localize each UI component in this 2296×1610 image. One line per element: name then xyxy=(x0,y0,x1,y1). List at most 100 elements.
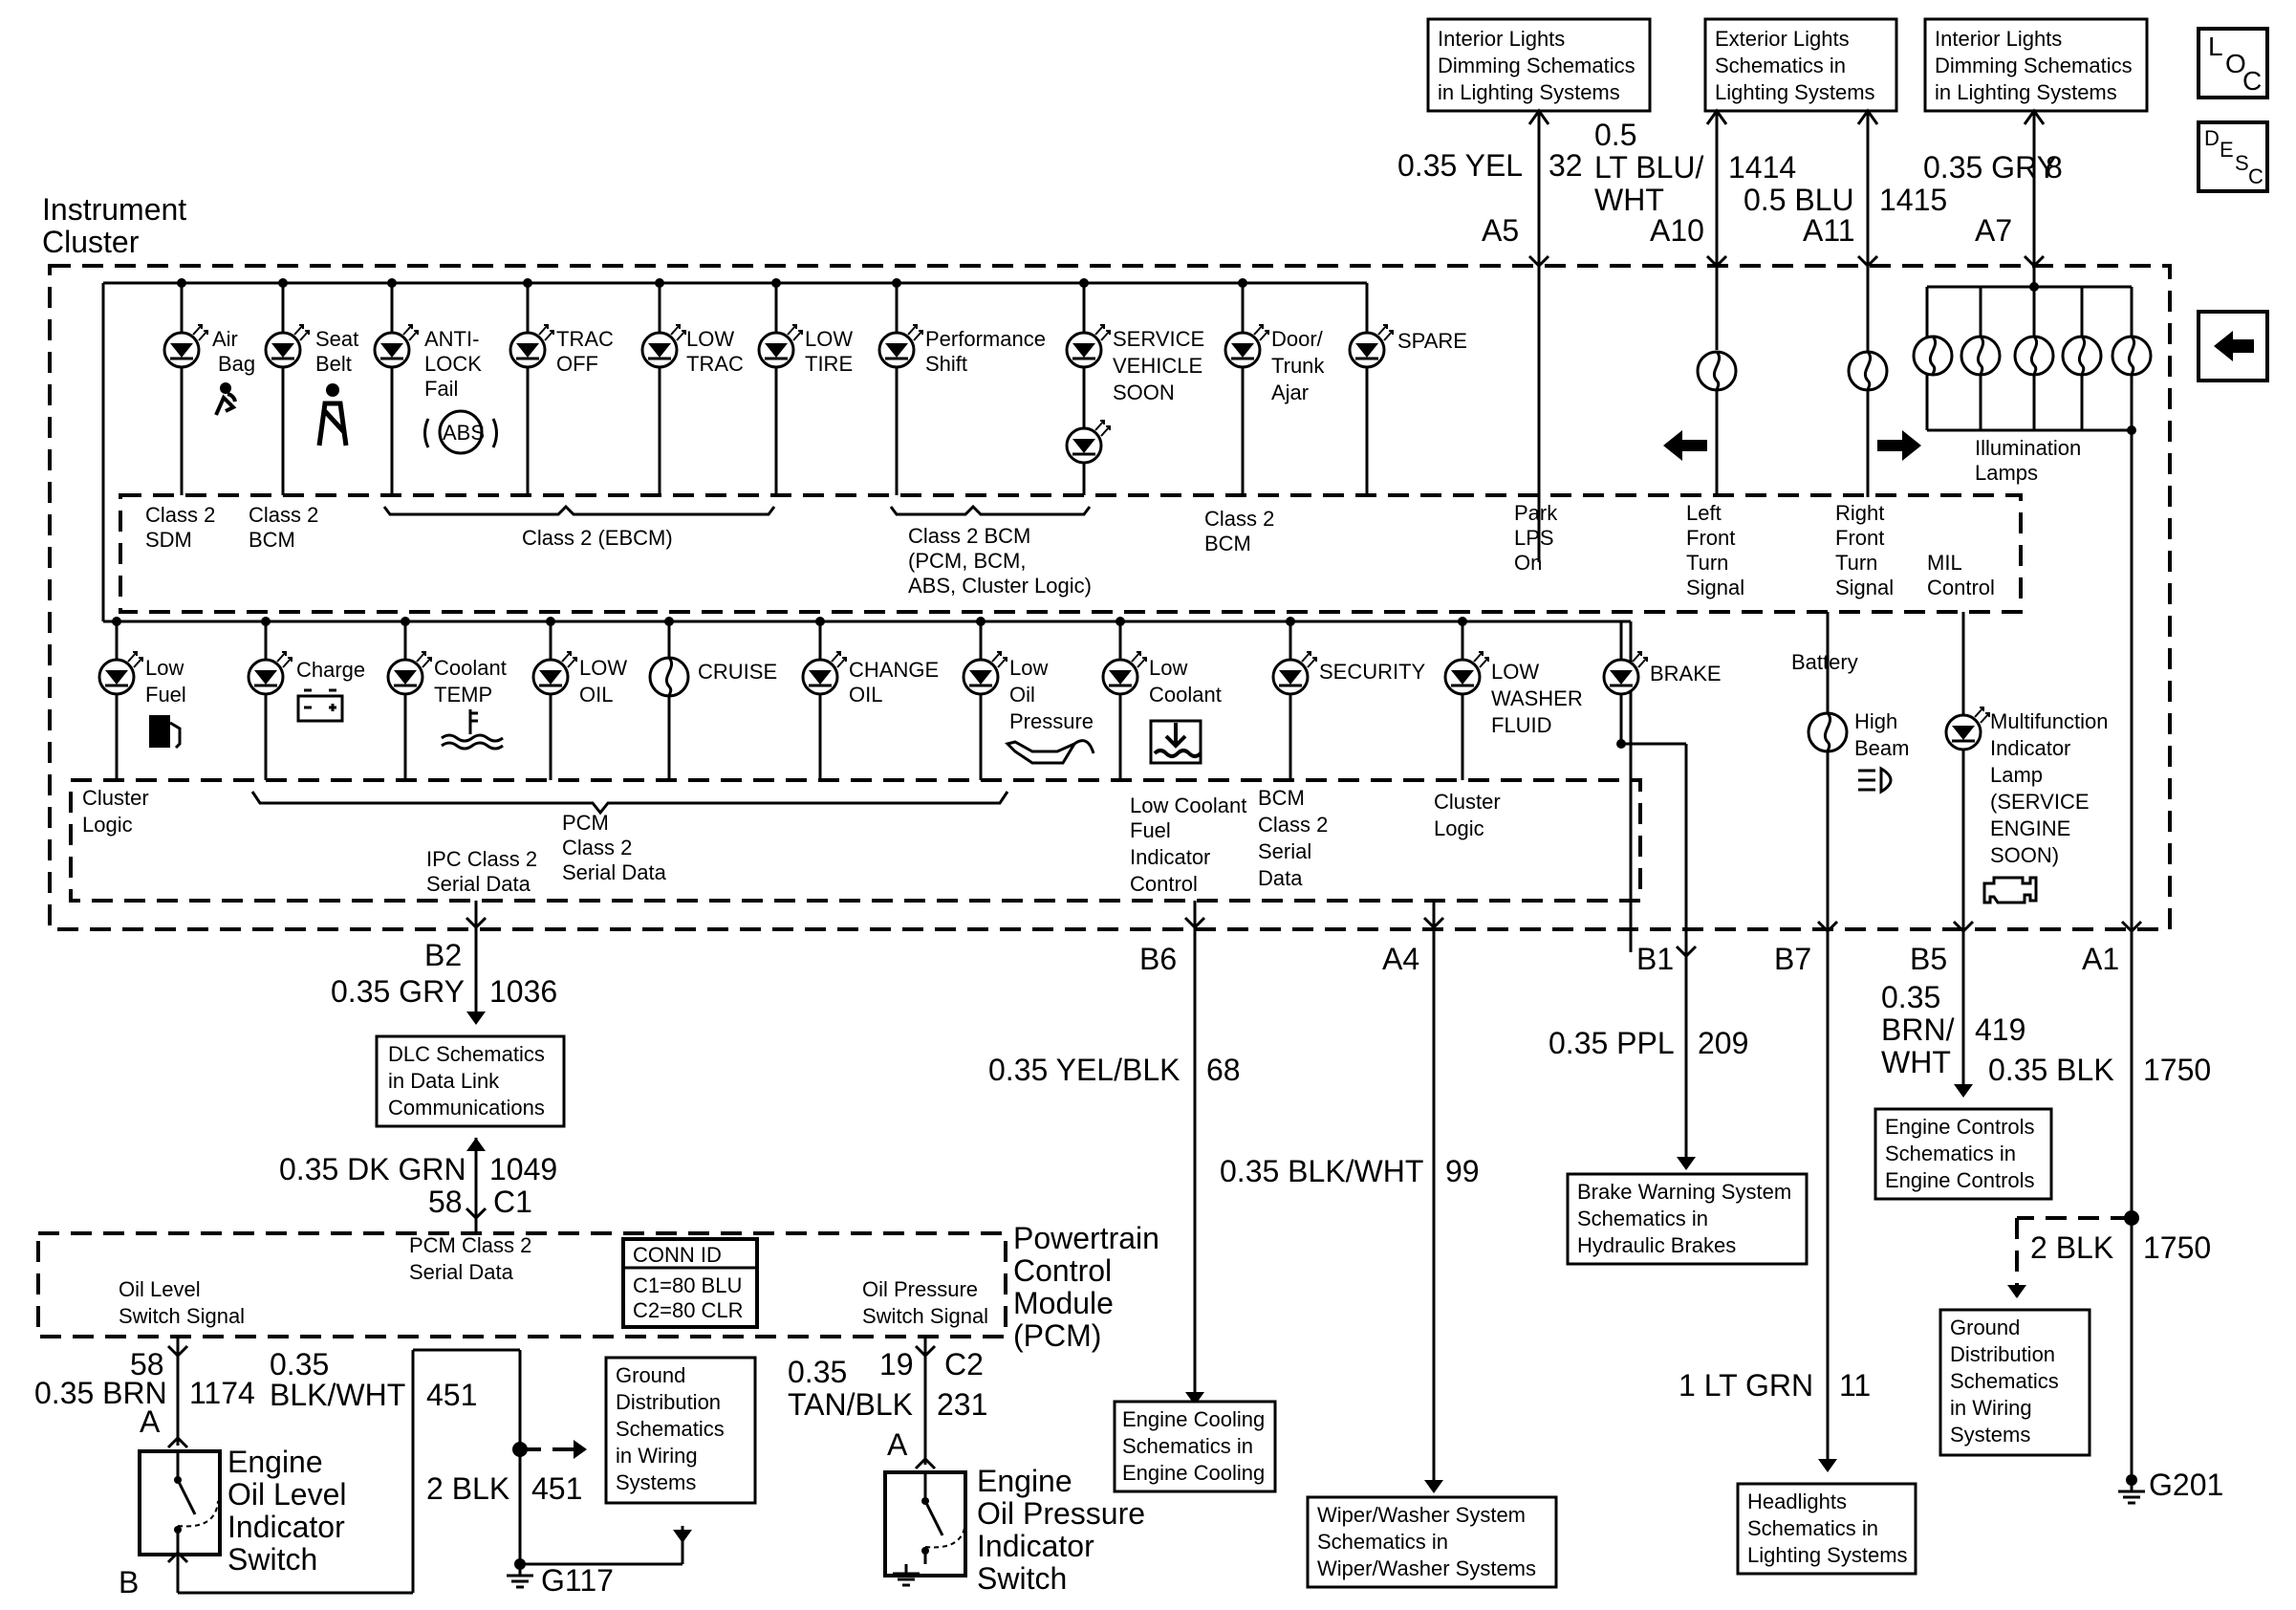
svg-text:BCM: BCM xyxy=(1258,786,1305,810)
svg-text:Lamps: Lamps xyxy=(1975,461,2038,485)
svg-text:LOW: LOW xyxy=(686,327,734,351)
svg-text:Systems: Systems xyxy=(1950,1423,2030,1447)
svg-text:Signal: Signal xyxy=(1686,576,1744,599)
svg-text:0.5 BLU: 0.5 BLU xyxy=(1744,183,1854,217)
svg-text:1049: 1049 xyxy=(489,1152,557,1186)
ref-ground-distribution-right[interactable]: Ground Distribution Schematics in Wiring… xyxy=(1939,1308,2091,1457)
svg-text:OFF: OFF xyxy=(556,352,598,376)
svg-text:Lamp: Lamp xyxy=(1990,763,2043,787)
svg-text:Trunk: Trunk xyxy=(1271,354,1325,378)
svg-text:Class 2: Class 2 xyxy=(249,503,318,527)
ref-dlc[interactable]: DLC Schematics in Data Link Communicatio… xyxy=(375,1034,566,1128)
svg-text:Seat: Seat xyxy=(315,327,358,351)
ref-engine-controls[interactable]: Engine Controls Schematics in Engine Con… xyxy=(1874,1107,2053,1201)
lamp-spare: SPARE xyxy=(1348,283,1467,495)
lamp-low-fuel: Low Fuel xyxy=(97,621,186,780)
svg-text:B1: B1 xyxy=(1636,942,1674,976)
svg-text:Door/: Door/ xyxy=(1271,327,1324,351)
svg-text:Switch: Switch xyxy=(227,1542,317,1577)
svg-text:Engine Controls: Engine Controls xyxy=(1885,1168,2035,1192)
svg-text:Schematics in: Schematics in xyxy=(1317,1530,1448,1554)
oil-pressure-circuit: 19 C2 0.35 TAN/BLK 231 A Engine Oil Pres… xyxy=(788,1337,1145,1596)
svg-text:TRAC: TRAC xyxy=(686,352,744,376)
svg-text:TAN/BLK: TAN/BLK xyxy=(788,1387,913,1422)
ref-brake-warning[interactable]: Brake Warning System Schematics in Hydra… xyxy=(1566,1172,1809,1266)
svg-text:Powertrain: Powertrain xyxy=(1013,1221,1159,1255)
lamp-security: SECURITY xyxy=(1271,621,1426,780)
svg-text:CHANGE: CHANGE xyxy=(849,658,939,682)
svg-text:0.35 YEL: 0.35 YEL xyxy=(1397,148,1523,183)
lamp-low-washer-fluid: LOW WASHER FLUID xyxy=(1443,621,1583,780)
svg-text:B2: B2 xyxy=(424,938,462,972)
svg-text:LOW: LOW xyxy=(579,656,627,680)
svg-text:OIL: OIL xyxy=(579,683,613,707)
svg-text:Coolant: Coolant xyxy=(434,656,507,680)
svg-text:SDM: SDM xyxy=(145,528,192,552)
svg-text:C2=80 CLR: C2=80 CLR xyxy=(633,1298,744,1322)
svg-text:Indicator: Indicator xyxy=(977,1529,1094,1563)
svg-text:SERVICE: SERVICE xyxy=(1113,327,1204,351)
wire-b2: B2 0.35 GRY 1036 xyxy=(331,901,557,1025)
svg-text:O: O xyxy=(2225,49,2246,78)
svg-text:Logic: Logic xyxy=(1434,816,1484,840)
svg-text:Schematics in: Schematics in xyxy=(1715,54,1846,77)
ref-interior-lights-1[interactable]: Interior Lights Dimming Schematics in Li… xyxy=(1426,17,1652,113)
svg-text:High: High xyxy=(1854,709,1897,733)
svg-text:Class 2: Class 2 xyxy=(145,503,215,527)
svg-text:BRN/: BRN/ xyxy=(1881,1012,1955,1047)
lower-logic-labels: Cluster Logic PCM Class 2 Serial Data IP… xyxy=(82,786,1501,896)
svg-text:58: 58 xyxy=(428,1185,463,1219)
svg-text:in Lighting Systems: in Lighting Systems xyxy=(1438,80,1620,104)
ref-engine-cooling[interactable]: Engine Cooling Schematics in Engine Cool… xyxy=(1113,1400,1277,1493)
svg-text:1415: 1415 xyxy=(1879,183,1947,217)
svg-text:LOW: LOW xyxy=(1491,660,1539,684)
svg-text:TEMP: TEMP xyxy=(434,683,492,707)
ref-headlights[interactable]: Headlights Schematics in Lighting System… xyxy=(1736,1482,1917,1576)
lamp-coolant-temp: Coolant TEMP xyxy=(386,621,507,780)
instrument-cluster-title: Instrument xyxy=(42,192,186,227)
svg-text:Multifunction: Multifunction xyxy=(1990,709,2109,733)
svg-text:LOCK: LOCK xyxy=(424,352,482,376)
svg-text:PCM: PCM xyxy=(562,811,609,835)
svg-text:BCM: BCM xyxy=(1204,532,1251,555)
lamp-low-oil: LOW OIL xyxy=(531,621,627,780)
svg-text:in Wiring: in Wiring xyxy=(616,1444,698,1468)
svg-text:BRAKE: BRAKE xyxy=(1650,662,1722,685)
svg-text:Serial Data: Serial Data xyxy=(409,1260,514,1284)
svg-text:Switch Signal: Switch Signal xyxy=(119,1304,245,1328)
svg-text:Indicator: Indicator xyxy=(227,1510,345,1544)
desc-button[interactable]: D E S C xyxy=(2197,120,2269,193)
back-button[interactable] xyxy=(2197,310,2269,382)
ref-interior-lights-2[interactable]: Interior Lights Dimming Schematics in Li… xyxy=(1923,17,2149,113)
oil-pressure-switch-icon xyxy=(921,1474,966,1564)
left-arrow-icon xyxy=(1663,430,1707,461)
svg-text:B: B xyxy=(119,1565,139,1599)
svg-text:Schematics: Schematics xyxy=(616,1417,725,1441)
svg-text:E: E xyxy=(2220,138,2234,162)
svg-text:A5: A5 xyxy=(1482,213,1519,248)
ref-wiper-washer[interactable]: Wiper/Washer System Schematics in Wiper/… xyxy=(1306,1495,1558,1589)
svg-text:0.35 BLK/WHT: 0.35 BLK/WHT xyxy=(1220,1154,1423,1188)
svg-text:in Data Link: in Data Link xyxy=(388,1069,500,1093)
high-beam-lamp: Battery High Beam xyxy=(1791,612,1909,929)
loc-button[interactable]: L O C xyxy=(2197,27,2269,99)
svg-text:SECURITY: SECURITY xyxy=(1319,660,1426,684)
svg-text:S: S xyxy=(2235,151,2249,175)
svg-text:Coolant: Coolant xyxy=(1149,683,1222,707)
ref-exterior-lights[interactable]: Exterior Lights Schematics in Lighting S… xyxy=(1703,17,1898,113)
lamp-door-trunk-ajar: Door/ Trunk Ajar xyxy=(1224,283,1325,495)
mil-lamp: Multifunction Indicator Lamp (SERVICE EN… xyxy=(1944,612,2109,929)
svg-text:CRUISE: CRUISE xyxy=(698,660,777,684)
lamp-brake: BRAKE xyxy=(1602,621,1722,929)
svg-text:8: 8 xyxy=(2046,150,2063,185)
svg-text:Communications: Communications xyxy=(388,1096,545,1120)
svg-text:A11: A11 xyxy=(1803,213,1855,248)
svg-text:BLK/WHT: BLK/WHT xyxy=(270,1378,405,1412)
svg-text:2 BLK: 2 BLK xyxy=(2030,1230,2113,1265)
ref-ground-distribution-left[interactable]: Ground Distribution Schematics in Wiring… xyxy=(604,1356,757,1505)
svg-text:B7: B7 xyxy=(1774,942,1811,976)
svg-text:0.35 DK GRN: 0.35 DK GRN xyxy=(279,1152,466,1186)
air-bag-icon xyxy=(214,382,237,416)
svg-text:Illumination: Illumination xyxy=(1975,436,2081,460)
